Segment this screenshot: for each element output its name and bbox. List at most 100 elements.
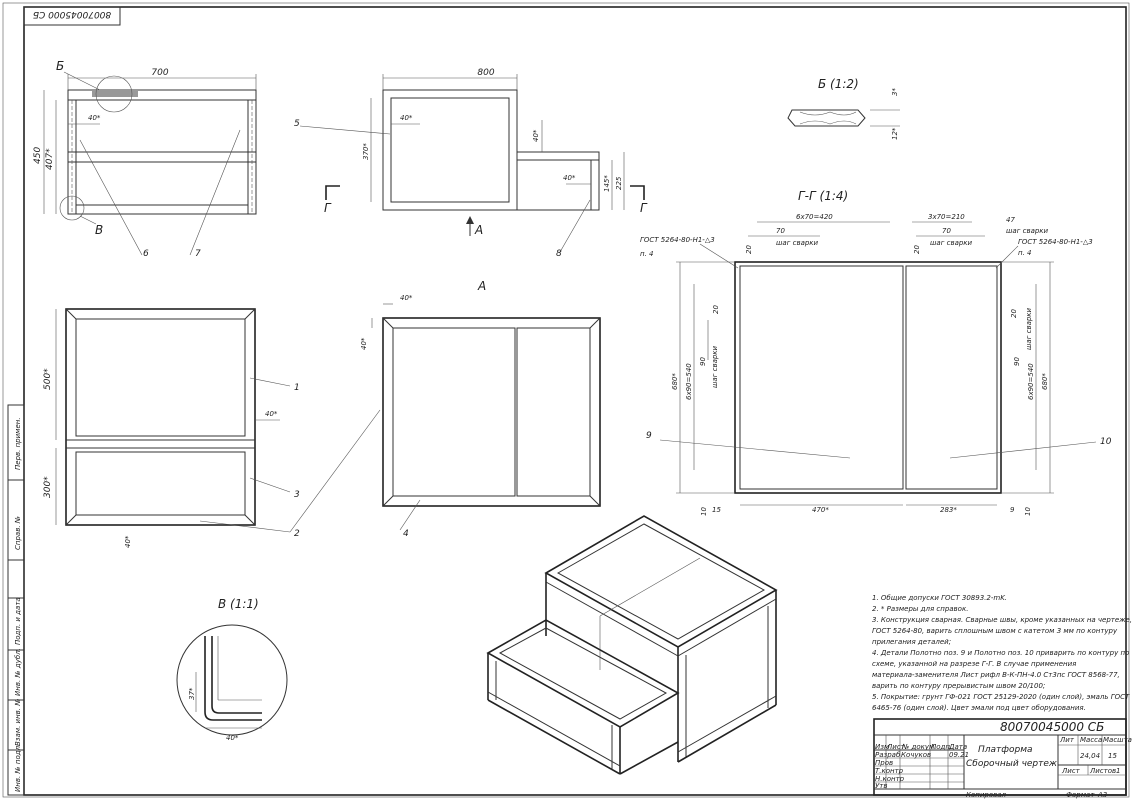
- dim-10: 10: [700, 507, 708, 516]
- tb-col: Дата: [948, 743, 967, 751]
- mesh-panel: [392, 327, 516, 497]
- label-g: Г: [640, 201, 648, 215]
- dim-20: 20: [913, 245, 921, 254]
- side-strip-text: Инв. № дубл.: [14, 648, 22, 696]
- detail-v: В (1:1) 40* 37*: [176, 597, 288, 742]
- note-line: 1. Общие допуски ГОСТ 30893.2-mK.: [872, 594, 1007, 602]
- dim-47: 47: [1006, 216, 1015, 224]
- dim-3: 3*: [891, 88, 899, 96]
- dim-6x90: 6х90=540: [685, 363, 693, 400]
- callout-4: 4: [403, 529, 409, 539]
- tb-nkontr: Н.контр: [875, 775, 905, 783]
- weld-step: шаг сварки: [711, 345, 719, 388]
- mesh-panel: [905, 265, 998, 490]
- callout-10: 10: [1100, 437, 1112, 447]
- dim-20: 20: [712, 305, 720, 314]
- weld-step: шаг сварки: [1025, 307, 1033, 350]
- weld-step: шаг сварки: [930, 239, 973, 247]
- sheets-count: 1: [1116, 767, 1120, 775]
- dim-9: 9: [1010, 506, 1015, 514]
- dim-500: 500*: [43, 368, 53, 390]
- dim-300: 300*: [43, 476, 53, 498]
- dim-40: 40*: [226, 734, 239, 742]
- dim-3x70: 3х70=210: [928, 213, 965, 221]
- dim-37: 37*: [188, 687, 196, 700]
- dim-407: 407*: [45, 148, 55, 170]
- dim-370: 370*: [362, 143, 370, 160]
- dim-40: 40*: [265, 410, 278, 418]
- gost-weld: ГОСТ 5264-80-Н1-△3: [1018, 238, 1093, 246]
- dim-70: 70: [776, 227, 785, 235]
- note-line: 3. Конструкция сварная. Сварные швы, кро…: [872, 616, 1132, 624]
- dim-90: 90: [1013, 357, 1021, 366]
- callout-2: 2: [294, 529, 300, 539]
- notes-block: 1. Общие допуски ГОСТ 30893.2-mK. 2. * Р…: [872, 594, 1132, 712]
- sheet-label: Лист: [1061, 767, 1081, 775]
- dim-40: 40*: [532, 129, 540, 142]
- dim-40: 40*: [400, 114, 413, 122]
- callout-3: 3: [294, 490, 300, 500]
- note-line: ГОСТ 5264-80, варить сплошным швом с кат…: [872, 627, 1118, 635]
- detail-b-title: Б (1:2): [818, 77, 859, 91]
- side-view: 800 370* 40* 40* 40* 145* 225 Г Г А 5 8: [294, 68, 648, 259]
- mesh-panel: [556, 523, 766, 640]
- dim-225: 225: [615, 176, 623, 190]
- note-line: схеме, указанной на разрезе Г-Г. В случа…: [872, 660, 1076, 668]
- doc-name: Платформа: [978, 745, 1033, 755]
- inner-frame: [23, 6, 1127, 796]
- dim-680: 680*: [671, 373, 679, 390]
- dim-283: 283*: [940, 506, 957, 514]
- tb-utv: Утв: [875, 782, 887, 790]
- label-b: Б: [56, 59, 64, 73]
- tb-date: 09.21: [949, 751, 969, 759]
- col-scale: Масштаб: [1103, 736, 1132, 744]
- tb-razrab: Разраб: [875, 751, 901, 759]
- mesh-panel: [75, 451, 246, 516]
- label-a: А: [474, 223, 483, 237]
- dim-15: 15: [712, 506, 721, 514]
- mesh-panel: [498, 627, 668, 720]
- doc-code: 80070045000 СБ: [1000, 720, 1104, 734]
- iso-view: [486, 515, 778, 775]
- dim-800: 800: [477, 68, 494, 78]
- dim-680: 680*: [1041, 373, 1049, 390]
- tb-tkontr: Т.контр: [875, 767, 904, 775]
- side-strip-text: Перв. примен.: [14, 417, 22, 470]
- detail-v-title: В (1:1): [218, 597, 259, 611]
- tb-col: Подп.: [931, 743, 952, 751]
- view-a-title: А: [477, 279, 486, 293]
- side-strip-text: Инв. № подл.: [14, 744, 22, 792]
- callout-9: 9: [646, 431, 652, 441]
- top-stamp-text: 80070045000 СБ: [33, 9, 111, 19]
- title-block: 80070045000 СБ Платформа Сборочный черте…: [873, 718, 1132, 799]
- dim-6x90: 6х90=540: [1027, 363, 1035, 400]
- dim-40: 40*: [400, 294, 413, 302]
- callout-8: 8: [556, 249, 562, 259]
- note-line: материала-заменителя Лист рифл В-К-ПН-4.…: [872, 671, 1120, 679]
- sheets-label: Листов: [1089, 767, 1116, 775]
- note-line: 4. Детали Полотно поз. 9 и Полотно поз. …: [872, 649, 1129, 657]
- front-view: 700 450 407* 40* Б В 6 7: [33, 59, 257, 259]
- dim-40: 40*: [360, 337, 368, 350]
- note-line: 6465-76 (один слой). Цвет эмали под цвет…: [872, 704, 1086, 712]
- top-stamp: 80070045000 СБ: [23, 6, 121, 26]
- section-gg: Г-Г (1:4) 6х70=420 3х70=210 70 шаг сварк…: [640, 189, 1112, 516]
- dim-40: 40*: [88, 114, 101, 122]
- side-strip-text: Подп. и дата: [14, 597, 22, 645]
- side-strip-text: Взам. инв. №: [14, 698, 22, 746]
- label-v: В: [95, 223, 103, 237]
- dim-700: 700: [151, 68, 168, 78]
- dim-20: 20: [745, 245, 753, 254]
- doc-type: Сборочный чертеж: [966, 759, 1058, 769]
- note-line: 2. * Размеры для справок.: [872, 605, 968, 613]
- label-g: Г: [324, 201, 332, 215]
- note-line: 5. Покрытие: грунт ГФ-021 ГОСТ 25129-202…: [872, 693, 1130, 701]
- side-strip: Перв. примен. Справ. № Подп. и дата Инв.…: [7, 404, 25, 796]
- note-ref: п. 4: [640, 250, 653, 258]
- dim-90: 90: [699, 357, 707, 366]
- note-ref: п. 4: [1018, 249, 1031, 257]
- gost-weld: ГОСТ 5264-80-Н1-△3: [640, 236, 715, 244]
- col-lit: Лит: [1059, 736, 1075, 744]
- dim-20: 20: [1010, 309, 1018, 318]
- side-strip-text: Справ. №: [14, 516, 22, 550]
